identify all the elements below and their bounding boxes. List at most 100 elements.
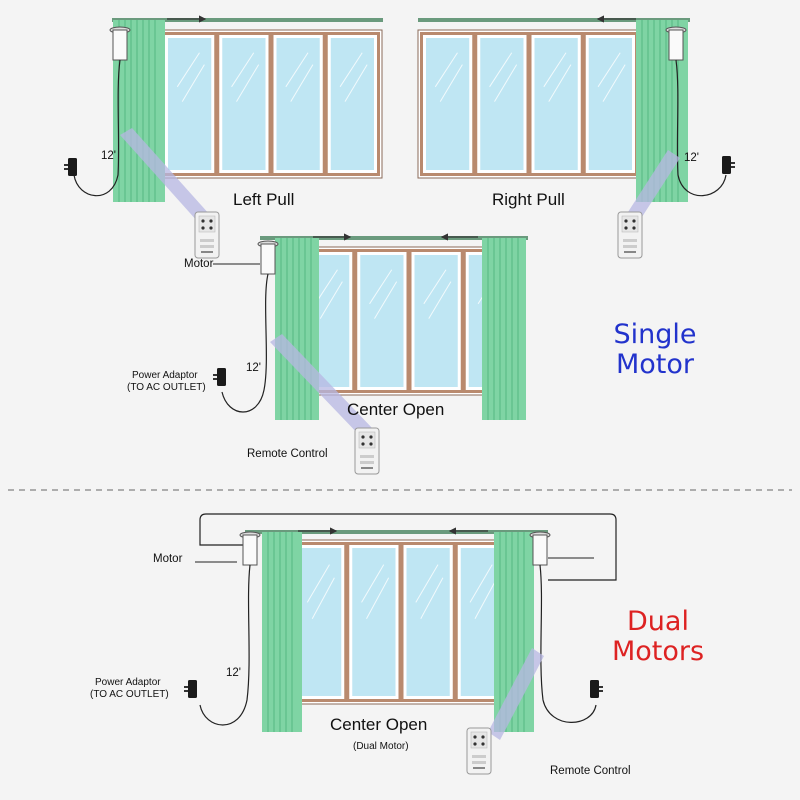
dual-window-glass-glare (469, 564, 493, 603)
left-pull-remote-button (201, 226, 205, 230)
center-open-remote-button (361, 435, 365, 439)
left-pull-power-adaptor-prong (64, 164, 68, 166)
center-open-signal-beam (270, 334, 374, 438)
left-pull-remote-button (209, 226, 213, 230)
dual-remote (466, 727, 492, 775)
motor-label: Motor (184, 258, 214, 270)
left-pull-window-glass-glare (339, 52, 363, 88)
center-open-label: Center Open (347, 400, 445, 419)
left-pull-signal-beam (120, 128, 210, 222)
dual-window-glass-glare (311, 577, 335, 620)
left-pull-remote-button (200, 245, 214, 248)
left-pull-window-glass-glare (290, 64, 314, 102)
center-open-remote-button (360, 455, 374, 458)
left-pull-motor (109, 26, 131, 61)
right-pull-window-glass-glare (543, 52, 567, 88)
left-pull-remote-screen (198, 215, 216, 233)
center-open-right-curtain (482, 238, 526, 420)
dual-left-power-adaptor-prong (184, 686, 188, 688)
dual-left-motor-body (242, 534, 258, 566)
dual-window-glass-glare (366, 577, 390, 620)
dual-window-glass-glare (361, 564, 385, 603)
left-pull-remote-button (209, 219, 213, 223)
right-pull-remote-button (632, 226, 636, 230)
dual-left-curtain-fabric (262, 532, 302, 732)
left-pull-remote-button (201, 219, 205, 223)
right-pull-window-glass-glare (597, 52, 621, 88)
left-pull-window-glass (330, 38, 374, 170)
left-pull-window-glass-glare (176, 52, 200, 88)
single-heading-line2: Motor (615, 349, 695, 380)
dual-remote-button (472, 755, 486, 758)
right-pull-power-adaptor-prong (731, 166, 735, 168)
center-open-remote-button (369, 435, 373, 439)
left-pull-curtain (113, 20, 165, 202)
power-adaptor-note: (TO AC OUTLET) (127, 382, 206, 393)
dual-window (289, 539, 513, 705)
dual-left-power-adaptor-body (188, 680, 197, 698)
center-open-remote-screen (358, 431, 376, 449)
dual-center-open-sublabel: (Dual Motor) (353, 741, 409, 752)
right-pull-remote (617, 211, 643, 259)
dual-window-glass-glare (420, 577, 444, 620)
right-pull-remote-button (632, 219, 636, 223)
left-pull-window-glass (276, 38, 320, 170)
right-pull-power-adaptor-body (722, 156, 731, 174)
center-open-window-glass-glare (374, 281, 398, 319)
left-pull-motor-body (112, 29, 128, 61)
dual-window-glass-glare (474, 577, 498, 620)
right-pull-motor (665, 26, 687, 61)
center-open-remote-button (360, 461, 374, 464)
center-open-window-glass (360, 255, 404, 387)
right-pull-cable (675, 59, 727, 197)
dual-window-glass-glare (415, 564, 439, 603)
right-pull-remote-screen (621, 215, 639, 233)
center-open-right-curtain-fabric (482, 238, 526, 420)
center-open-remote-button (361, 442, 365, 446)
dual-right-cable (539, 564, 597, 723)
right-pull-window-glass (480, 38, 524, 170)
right-pull-window-glass (588, 38, 632, 170)
dual-left-curtain (262, 532, 302, 732)
center-open-cable-length: 12' (246, 362, 261, 374)
right-pull-power-adaptor-prong (731, 162, 735, 164)
left-pull-label: Left Pull (233, 190, 295, 209)
dual-power-adaptor-note: (TO AC OUTLET) (90, 689, 169, 700)
right-pull-remote-logo-mark (624, 251, 636, 253)
dual-remote-screen (470, 731, 488, 749)
center-open-cable (221, 273, 269, 413)
left-pull-cable-length: 12' (101, 150, 116, 162)
dual-remote-button (481, 742, 485, 746)
right-pull-window-glass-glare (489, 52, 513, 88)
dual-remote-button (473, 735, 477, 739)
dual-remote-button (472, 761, 486, 764)
center-open-power-adaptor-prong (213, 378, 217, 380)
left-pull-power-adaptor-body (68, 158, 77, 176)
right-pull-remote-button (624, 219, 628, 223)
dual-motor-link-cable (199, 513, 617, 581)
center-open-window-glass (414, 255, 458, 387)
left-pull-window-glass-glare (285, 52, 309, 88)
right-pull-window-glass-glare (439, 64, 463, 102)
dual-window-glass (406, 548, 450, 696)
center-open-motor-body (260, 243, 276, 275)
center-open-left-curtain (275, 238, 319, 420)
dual-motor-label: Motor (153, 553, 183, 565)
dual-signal-beam (488, 648, 544, 740)
center-open-left-curtain-fabric (275, 238, 319, 420)
right-pull-window (417, 29, 641, 179)
left-pull-window-glass (222, 38, 266, 170)
left-pull-window-glass (168, 38, 212, 170)
right-pull-window-glass (534, 38, 578, 170)
center-open-window-glass-glare (314, 269, 338, 305)
center-open-power-adaptor-body (217, 368, 226, 386)
center-open-power-adaptor-prong (213, 374, 217, 376)
left-pull-remote-button (200, 239, 214, 242)
dual-right-power-adaptor-prong (599, 686, 603, 688)
dual-left-power-adaptor-prong (184, 690, 188, 692)
dual-remote-button (473, 742, 477, 746)
right-pull-power-adaptor (722, 156, 735, 174)
right-pull-window-glass-glare (548, 64, 572, 102)
single-heading-line1: Single (613, 319, 697, 350)
